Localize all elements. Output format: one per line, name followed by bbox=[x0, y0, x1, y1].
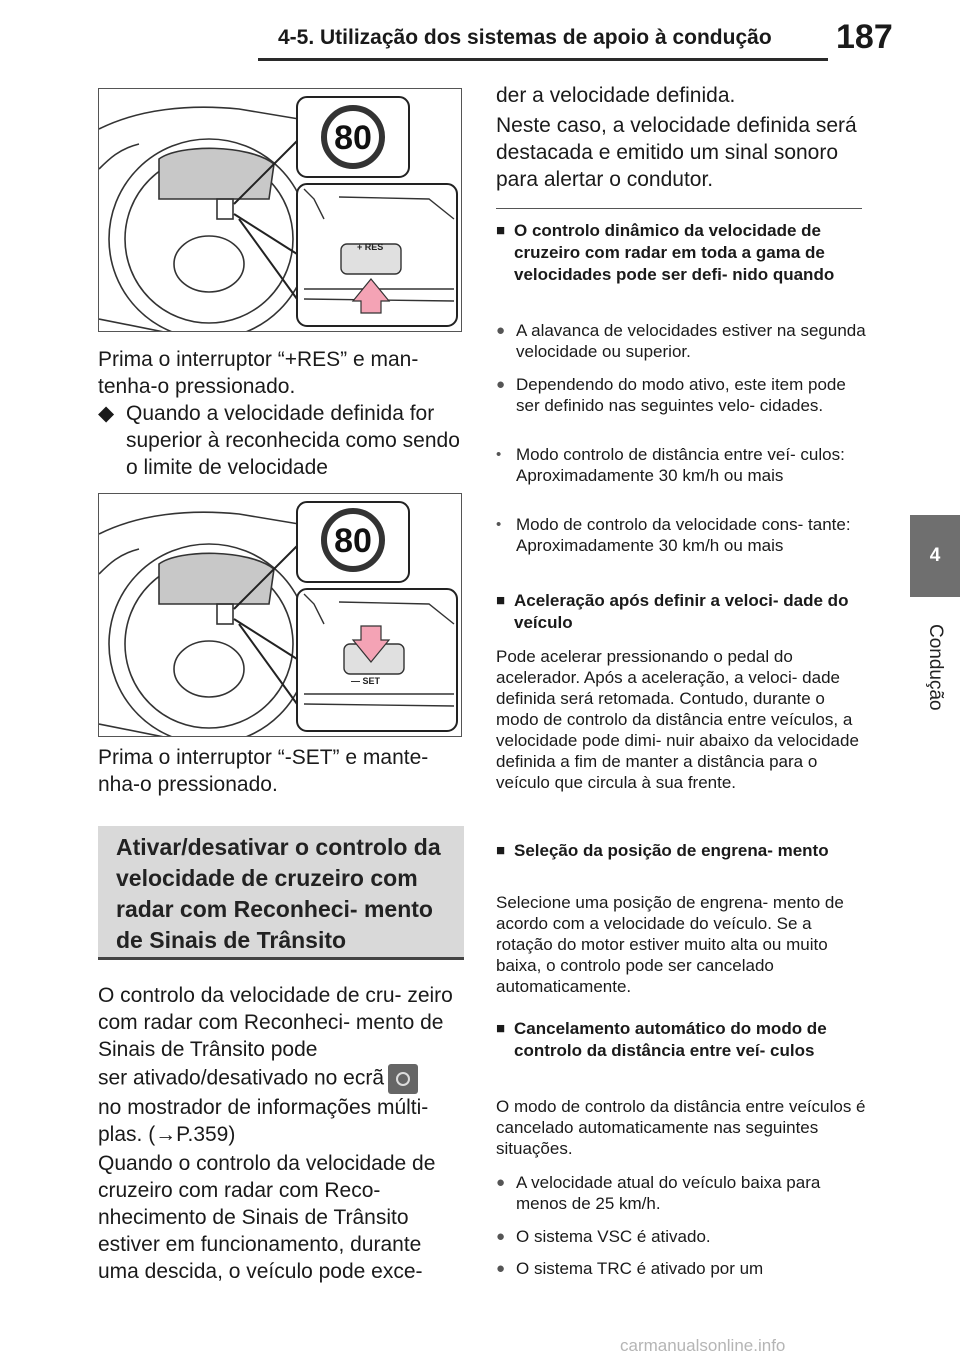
paragraph-activate-b-text: ser ativado/desativado no ecrã bbox=[98, 1066, 385, 1090]
square-marker: ■ bbox=[496, 1020, 506, 1037]
bullet-marker: ● bbox=[496, 322, 506, 339]
paragraph-gear-selection: Selecione uma posição de engrena- mento … bbox=[496, 893, 844, 996]
sign-value-1: 80 bbox=[334, 119, 372, 157]
speed-sign-icon-2: 80 bbox=[321, 508, 385, 572]
page-number: 187 bbox=[836, 18, 893, 56]
chapter-tab: 4 bbox=[910, 515, 960, 597]
bullet-marker: ● bbox=[496, 1228, 506, 1245]
subheading-acceleration: ■ Aceleração após definir a veloci- dade … bbox=[496, 590, 866, 634]
bullet-text: O sistema TRC é ativado por um bbox=[516, 1259, 764, 1278]
diamond-marker: ◆ bbox=[98, 402, 115, 425]
subheading-full-range: ■ O controlo dinâmico da velocidade de cr… bbox=[496, 220, 866, 286]
bullet-text: O sistema VSC é ativado. bbox=[516, 1227, 711, 1246]
figure-set-switch: 80 — SET bbox=[98, 493, 462, 737]
bullet-text: Quando a velocidade definida for superio… bbox=[126, 402, 460, 479]
bullet-marker: ● bbox=[496, 1260, 506, 1277]
paragraph-descent: Quando o controlo da velocidade de cruze… bbox=[98, 1152, 436, 1283]
bullet-text: Dependendo do modo ativo, este item pode… bbox=[516, 375, 846, 415]
paragraph-highlight: Neste caso, a velocidade definida será d… bbox=[496, 114, 857, 191]
watermark: carmanualsonline.info bbox=[620, 1336, 786, 1355]
subheading-gear-selection: ■ Seleção da posição de engrena- mento bbox=[496, 840, 866, 862]
press-up-arrow bbox=[351, 278, 391, 314]
section-heading: Ativar/desativar o controlo da velocidad… bbox=[98, 826, 464, 960]
switch-set-label: — SET bbox=[351, 676, 381, 686]
square-marker: ■ bbox=[496, 222, 506, 239]
paragraph-activate-a: O controlo da velocidade de cru- zeiro c… bbox=[98, 984, 453, 1061]
switch-res-label: + RES bbox=[357, 242, 383, 252]
subheading-text: Cancelamento automático do modo de contr… bbox=[514, 1019, 827, 1060]
bullet-over-limit: ◆ Quando a velocidade definida for super… bbox=[98, 400, 468, 481]
paragraph-exceed: der a velocidade definida. bbox=[496, 84, 736, 107]
square-marker: ■ bbox=[496, 592, 506, 609]
dash-marker: • bbox=[496, 446, 502, 463]
dash-text: Modo de controlo da velocidade cons- tan… bbox=[516, 515, 851, 555]
bullet-vsc: ● O sistema VSC é ativado. bbox=[496, 1226, 866, 1247]
figure-res-switch: 80 + RES bbox=[98, 88, 462, 332]
paragraph-auto-cancel: O modo de controlo da distância entre ve… bbox=[496, 1097, 866, 1158]
paragraph-activate-c: no mostrador de informações múlti- plas.… bbox=[98, 1096, 429, 1146]
dash-marker: • bbox=[496, 516, 502, 533]
subheading-text: Seleção da posição de engrena- mento bbox=[514, 841, 829, 860]
subheading-text: Aceleração após definir a veloci- dade d… bbox=[514, 591, 849, 632]
instruction-res: Prima o interruptor “+RES” e man- tenha-… bbox=[98, 348, 419, 398]
speed-sign-icon: 80 bbox=[321, 105, 385, 169]
bullet-low-speed: ● A velocidade atual do veículo baixa par… bbox=[496, 1172, 866, 1214]
instruction-set: Prima o interruptor “-SET” e mante- nha-… bbox=[98, 746, 429, 796]
bullet-text: A velocidade atual do veículo baixa para… bbox=[516, 1173, 821, 1213]
press-down-arrow bbox=[351, 625, 391, 663]
section-divider bbox=[496, 208, 862, 209]
bullet-marker: ● bbox=[496, 376, 506, 393]
bullet-mode: ● Dependendo do modo ativo, este item pod… bbox=[496, 374, 866, 416]
gear-icon bbox=[388, 1064, 419, 1094]
steering-wheel-illustration-2: 80 — SET bbox=[99, 501, 458, 736]
subheading-auto-cancel: ■ Cancelamento automático do modo de cont… bbox=[496, 1018, 866, 1062]
sign-value-2: 80 bbox=[334, 522, 372, 560]
dash-distance-mode: • Modo controlo de distância entre veí- c… bbox=[496, 444, 866, 486]
subheading-text: O controlo dinâmico da velocidade de cru… bbox=[514, 221, 835, 284]
paragraph-acceleration: Pode acelerar pressionando o pedal do ac… bbox=[496, 647, 859, 792]
square-marker: ■ bbox=[496, 842, 506, 859]
bullet-text: A alavanca de velocidades estiver na seg… bbox=[516, 321, 866, 361]
bullet-trc: ● O sistema TRC é ativado por um bbox=[496, 1258, 866, 1279]
dash-text: Modo controlo de distância entre veí- cu… bbox=[516, 445, 845, 485]
dash-constant-mode: • Modo de controlo da velocidade cons- ta… bbox=[496, 514, 866, 556]
header-divider bbox=[258, 58, 828, 61]
section-title: 4-5. Utilização dos sistemas de apoio à … bbox=[278, 26, 772, 49]
paragraph-activate-b: ser ativado/desativado no ecrã bbox=[98, 1064, 468, 1094]
bullet-gear: ● A alavanca de velocidades estiver na se… bbox=[496, 320, 866, 362]
bullet-marker: ● bbox=[496, 1174, 506, 1191]
steering-wheel-illustration: 80 + RES bbox=[99, 96, 458, 331]
chapter-label: Condução bbox=[925, 623, 946, 711]
